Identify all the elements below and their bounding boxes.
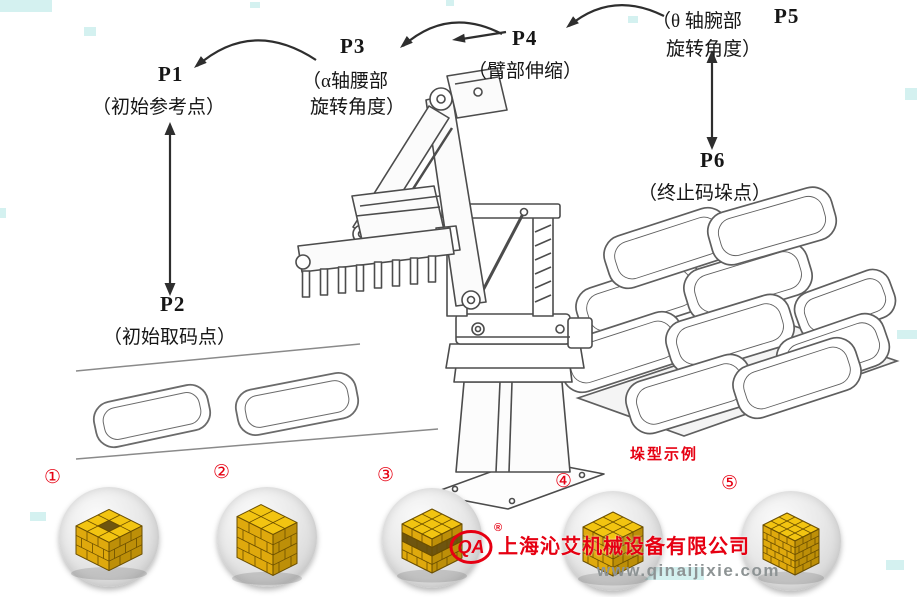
- arrow-p4-p3-icon: [400, 21, 503, 48]
- qa-logo-text: QA: [458, 537, 485, 557]
- arrow-p4-arm-icon: [452, 30, 507, 43]
- conveyor-lines: [75, 343, 439, 460]
- company-name: 上海沁艾机械设备有限公司: [498, 536, 750, 558]
- pallet-sample-2-image: [232, 504, 302, 585]
- pallet-sample-4: [563, 491, 663, 591]
- watermark-patch: [30, 512, 46, 521]
- pallet-sample-3-image: [397, 508, 467, 583]
- pallet-sample-3-number: ③: [377, 464, 395, 486]
- label-p4-desc: （臂部伸缩）: [468, 61, 583, 82]
- motion-arrows: [164, 4, 718, 296]
- watermark-patch: [250, 2, 260, 8]
- pallet-sample-5: [741, 491, 841, 591]
- pallet-stack: [557, 186, 900, 437]
- registered-mark: ®: [494, 522, 503, 534]
- watermark-patch: [84, 27, 96, 36]
- pallet-sample-3: [382, 488, 482, 588]
- pallet-sample-1-image: [71, 508, 147, 581]
- pallet-sample-5-image: [758, 512, 824, 585]
- qa-logo-icon: QA: [448, 522, 496, 568]
- pallet-sample-4-number: ④: [555, 470, 573, 492]
- arrow-p3-p1-icon: [194, 39, 317, 68]
- samples-title: 垛型示例: [630, 446, 699, 463]
- robot-illustration: [295, 67, 605, 510]
- label-p5: P5: [774, 4, 800, 28]
- watermark-patch: [897, 330, 917, 339]
- label-p6-desc: （终止码垛点）: [638, 183, 772, 204]
- conveyor-bags: [92, 371, 360, 449]
- label-p2-desc: （初始取码点）: [103, 327, 237, 348]
- pallet-sample-5-number: ⑤: [721, 472, 739, 494]
- arrow-p5-p4-icon: [566, 4, 665, 28]
- watermark-patch: [446, 0, 454, 6]
- pallet-sample-2-number: ②: [213, 461, 231, 483]
- watermark-patch: [905, 88, 917, 100]
- pallet-sample-1: [59, 487, 159, 587]
- label-p3-desc1: （α轴腰部: [302, 71, 388, 92]
- label-p5-desc1: （θ 轴腕部: [652, 11, 742, 32]
- label-p5-desc2: 旋转角度）: [666, 39, 762, 60]
- label-p3: P3: [340, 34, 366, 58]
- watermark-patch: [886, 560, 904, 570]
- pallet-sample-1-number: ①: [44, 466, 62, 488]
- label-p1: P1: [158, 62, 184, 86]
- watermark-text: 上海沁艾机械设备有限公司 www.qinaijixie.com: [498, 530, 780, 581]
- pallet-sample-2: [217, 487, 317, 587]
- arrow-p5-p6-icon: [706, 50, 718, 150]
- label-p3-desc2: 旋转角度）: [310, 97, 406, 118]
- label-p6: P6: [700, 148, 726, 172]
- label-p2: P2: [160, 292, 186, 316]
- watermark-patch: [628, 16, 638, 23]
- watermark-patch: [0, 208, 6, 218]
- label-p4: P4: [512, 26, 538, 50]
- label-p1-desc: （初始参考点）: [92, 97, 226, 118]
- watermark-patch: [0, 0, 52, 12]
- company-website: www.qinaijixie.com: [596, 561, 780, 580]
- pallet-sample-4-image: [578, 511, 648, 586]
- arrow-p1-p2-icon: [164, 122, 176, 296]
